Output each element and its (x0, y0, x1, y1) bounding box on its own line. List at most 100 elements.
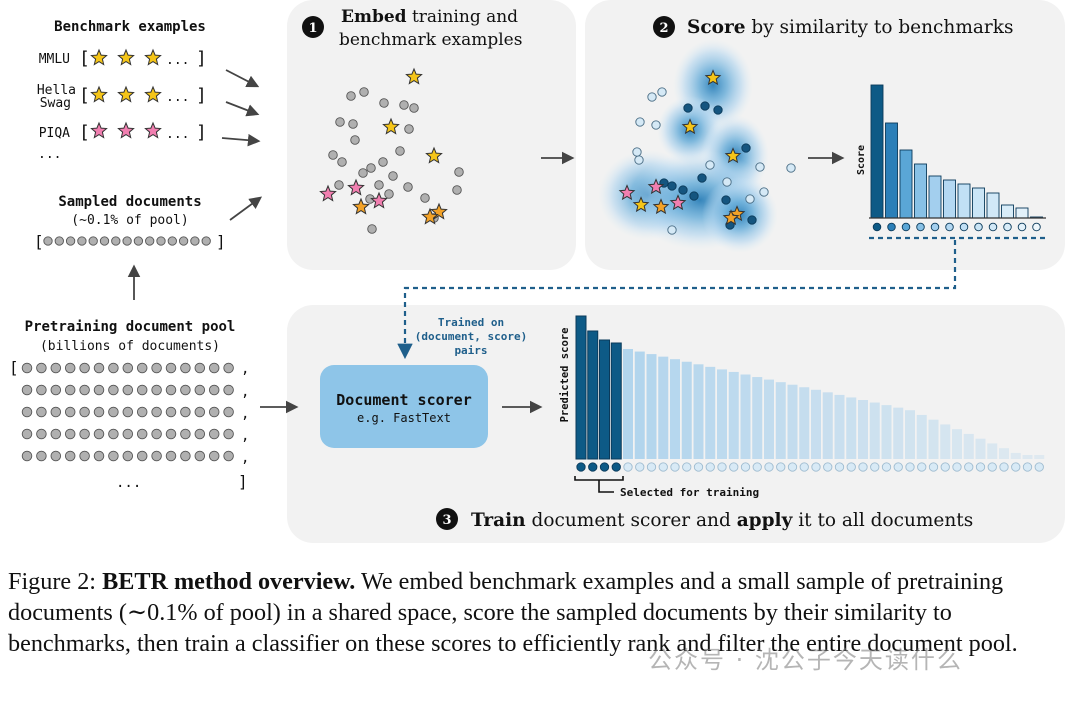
score-bar (972, 187, 985, 219)
document-dot (208, 384, 220, 396)
document-dot (1017, 222, 1027, 232)
document-dot (79, 450, 90, 462)
document-dot (846, 462, 856, 472)
document-scorer-title: Document scorer (336, 391, 471, 409)
document-dot (328, 150, 338, 160)
document-dot (50, 406, 62, 418)
document-dot (136, 450, 148, 462)
document-dot (713, 105, 723, 115)
predicted-score-dots (576, 462, 1044, 472)
document-dot (834, 462, 845, 472)
star-icon (144, 48, 162, 66)
benchmark-label-hellaswag-line2: Swag (40, 96, 71, 111)
document-dot (180, 406, 191, 418)
predicted-score-bar (634, 351, 645, 459)
score-bar (928, 175, 942, 219)
star-icon (647, 178, 665, 195)
document-dot (634, 155, 644, 165)
document-dot (208, 406, 220, 418)
step2-title-rest: by similarity to benchmarks (745, 17, 1013, 38)
star-icon (669, 194, 687, 211)
document-dot (747, 215, 757, 225)
document-dot (999, 462, 1009, 472)
step2-badge (653, 16, 675, 38)
star-icon (681, 118, 699, 135)
score-bar (986, 192, 1000, 219)
predicted-score-bar (905, 410, 915, 459)
predicted-score-bar (940, 424, 951, 459)
document-dot (787, 462, 798, 472)
score-bar (914, 163, 927, 219)
arrow-sampled-to-embed (229, 196, 263, 221)
document-dot (374, 180, 384, 190)
document-dot (64, 362, 76, 374)
document-dot (697, 173, 707, 183)
document-dot (165, 450, 177, 462)
document-dot (93, 450, 105, 462)
star-icon (370, 191, 388, 209)
step1-title-line2: benchmark examples (339, 30, 522, 50)
document-dot (21, 406, 33, 418)
star-icon (352, 197, 370, 215)
document-dot (959, 222, 969, 232)
document-dot (752, 462, 762, 472)
document-dot (930, 222, 940, 232)
document-dot (887, 222, 896, 232)
sampled-documents-sub: (~0.1% of pool) (71, 213, 188, 228)
predicted-score-bar (752, 377, 763, 459)
score-bar-chart (870, 84, 1043, 219)
predicted-score-bar (658, 356, 669, 459)
step3-title-bold2: apply (737, 510, 794, 531)
predicted-score-bar (599, 339, 610, 460)
document-dot (786, 163, 796, 173)
arrow-piqa-to-embed (221, 133, 261, 147)
bracket-open: [ (79, 122, 90, 143)
pool-ellipsis: ... (116, 475, 141, 491)
document-dot (136, 362, 148, 374)
document-dot (165, 384, 177, 396)
document-dot (50, 450, 62, 462)
benchmark-stars (90, 48, 162, 139)
document-dot (180, 428, 191, 440)
document-dot (974, 222, 983, 232)
step2-number: 2 (659, 21, 668, 36)
document-dot (964, 462, 974, 472)
watermark: 公众号 · 沈公子今天读什么 (648, 646, 963, 674)
document-dot (657, 87, 667, 97)
document-dot (36, 406, 47, 418)
document-dot (917, 462, 927, 472)
document-dot (404, 124, 414, 134)
bracket-close: ] (196, 122, 207, 143)
document-dot (975, 462, 986, 472)
selected-for-training-label: Selected for training (620, 486, 759, 499)
document-dot (452, 185, 462, 195)
document-dot (334, 180, 344, 190)
document-dot (93, 428, 105, 440)
predicted-score-bar (681, 361, 692, 459)
document-dot (136, 384, 148, 396)
predicted-score-bar (799, 387, 810, 459)
predicted-score-bar (881, 405, 892, 459)
arrow-mmlu-to-embed (225, 69, 260, 88)
document-dot (194, 384, 206, 396)
score-bar (870, 84, 884, 219)
document-dot (108, 362, 119, 374)
document-dot (165, 428, 177, 440)
star-icon (117, 85, 135, 103)
document-dot (764, 462, 774, 472)
benchmark-list-ellipsis: ... (38, 147, 61, 162)
trained-on-line3: pairs (454, 344, 487, 357)
document-dot (223, 450, 234, 462)
document-dot (759, 187, 769, 197)
document-dot (988, 222, 998, 232)
document-dot (93, 406, 105, 418)
row-ellipsis: ... (166, 127, 189, 142)
document-scorer-box (320, 365, 488, 448)
document-dot (350, 135, 360, 145)
document-dot (670, 462, 680, 472)
predicted-score-bar (740, 374, 751, 459)
predicted-score-bar (693, 364, 704, 459)
star-icon (722, 209, 740, 226)
document-dot (151, 384, 162, 396)
predicted-score-bar (717, 369, 727, 459)
